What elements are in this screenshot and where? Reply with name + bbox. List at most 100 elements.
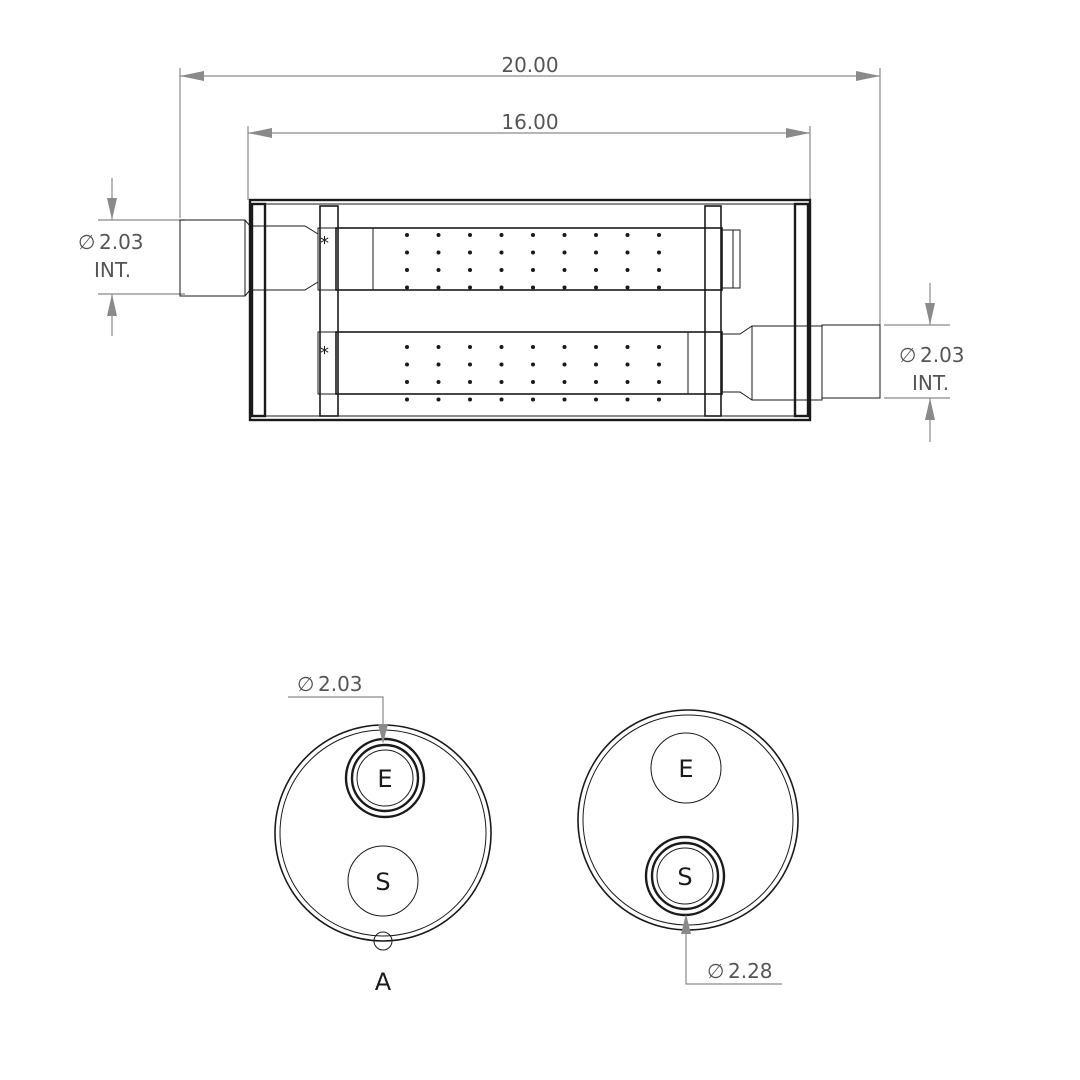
rear-s-port-mid [650,841,720,911]
perforation-hole [657,250,661,255]
perforation-hole [531,345,535,349]
inner-length-label: 16.00 [501,110,558,134]
perforation-hole [625,362,630,367]
front-diameter-symbol: ∅ [297,672,314,696]
front-body-inner [279,729,487,937]
perforation-hole [562,285,567,290]
upper-marker: * [320,233,329,254]
overall-length-label: 20.00 [501,53,558,77]
rear-pipe-diameter-dimension: ∅ 2.28 [681,914,782,985]
perforation-hole [594,285,598,290]
perforation-hole [625,345,630,349]
perforation-hole [499,233,504,237]
rear-diameter-value: 2.28 [728,959,773,983]
inlet-diameter-symbol: ∅ [78,230,95,254]
rear-body-outer [577,709,799,931]
perforation-hole [562,397,567,402]
perforation-hole [657,268,661,272]
perforation-hole [468,268,472,272]
front-s-port [347,845,419,917]
rear-end-view: E S ∅ 2.28 [577,709,799,985]
perforation-hole [594,233,598,237]
rear-s-label: S [677,863,692,891]
rear-e-label: E [678,755,693,783]
perforation-hole [405,380,409,384]
inlet-diameter-suffix: INT. [94,258,131,282]
front-e-port-inner [356,749,414,807]
overall-length-dimension: 20.00 [179,53,881,325]
perforation-hole [436,250,441,255]
lower-marker: * [320,343,329,364]
perforation-hole [531,250,535,255]
outlet-diameter-dimension: ∅ 2.03 INT. [884,283,965,442]
perforation-hole [594,250,598,255]
rear-s-port-inner [656,847,714,905]
perforation-hole [499,285,504,290]
inlet-pipe [179,219,374,297]
drain-hole [373,931,393,951]
rear-body-inner [582,714,794,926]
perforation-holes [405,233,661,402]
front-e-port-mid [350,743,420,813]
perforation-hole [594,345,598,349]
perforation-hole [499,380,504,384]
perforation-hole [436,268,441,272]
perforation-hole [436,345,441,349]
perforation-hole [405,233,409,237]
left-baffle [319,205,339,417]
muffler-top-view: * * [179,198,881,422]
perforation-hole [625,268,630,272]
perforation-hole [531,285,535,290]
inlet-diameter-value: 2.03 [99,230,144,254]
front-body-outer [274,724,492,942]
perforation-hole [468,397,472,402]
perforation-hole [657,233,661,237]
perforation-hole [468,285,472,290]
perforation-hole [499,397,504,402]
perforation-hole [657,345,661,349]
outlet-diameter-value: 2.03 [920,343,965,367]
rear-s-port-outer [644,835,726,917]
perforation-hole [625,380,630,384]
perforation-hole [499,362,504,367]
perforation-hole [594,397,598,402]
right-end-cap [793,202,810,418]
perforation-hole [499,250,504,255]
perforation-hole [468,233,472,237]
perforation-hole [468,362,472,367]
perforation-hole [657,397,661,402]
perforation-hole [468,345,472,349]
perforation-hole [405,250,409,255]
inlet-diameter-dimension: ∅ 2.03 INT. [78,178,185,336]
lower-perforated-tube [317,331,723,395]
rear-e-port [650,732,722,804]
perforation-hole [562,250,567,255]
left-end-cap [250,202,267,418]
perforation-hole [436,362,441,367]
perforation-hole [531,380,535,384]
perforation-hole [594,362,598,367]
rear-diameter-symbol: ∅ [707,959,724,983]
front-end-view: E S A ∅ 2.03 [274,672,492,996]
perforation-hole [405,362,409,367]
front-diameter-value: 2.03 [318,672,363,696]
perforation-hole [562,345,567,349]
perforation-hole [405,397,409,402]
outlet-diameter-symbol: ∅ [899,343,916,367]
perforation-hole [625,397,630,402]
perforation-hole [562,233,567,237]
outlet-pipe [722,324,881,401]
perforation-hole [657,362,661,367]
perforation-hole [499,345,504,349]
front-pipe-diameter-dimension: ∅ 2.03 [288,672,388,744]
perforation-hole [625,250,630,255]
perforation-hole [436,233,441,237]
perforation-hole [405,345,409,349]
perforation-hole [436,380,441,384]
perforation-hole [625,233,630,237]
perforation-hole [594,380,598,384]
perforation-hole [531,233,535,237]
front-s-label: S [375,868,390,896]
perforation-hole [657,285,661,290]
